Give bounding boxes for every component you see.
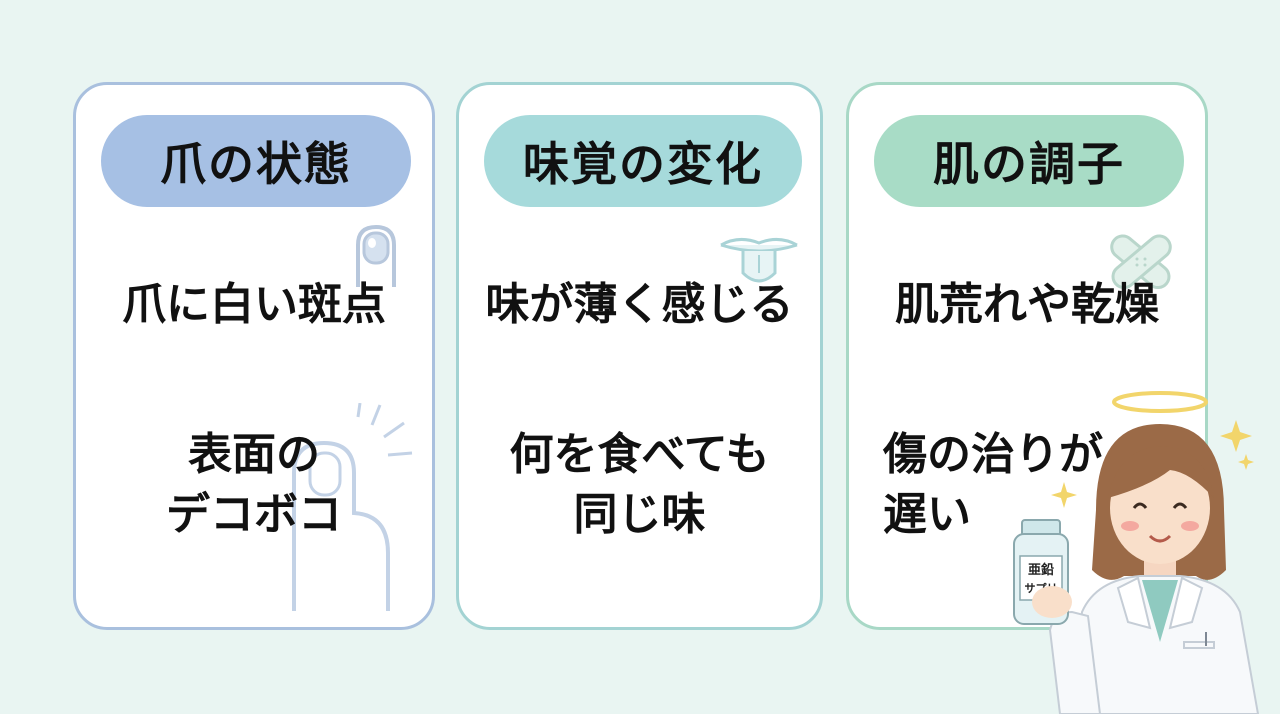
nail-condition-card: 爪の状態 爪に白い斑点 表面の デコボコ xyxy=(73,82,435,630)
symptom-line: 遅い xyxy=(883,489,971,540)
symptom-white-spots: 爪に白い斑点 xyxy=(122,279,386,330)
pharmacist-illustration: 亜鉛 サプリ xyxy=(1013,391,1260,714)
symptom-line: デコボコ xyxy=(166,489,342,540)
nail-icon xyxy=(356,224,396,287)
symptom-same-taste: 何を食べても 同じ味 xyxy=(459,425,820,545)
sparkle-icon xyxy=(1051,482,1077,508)
bottle-label-line: 亜鉛 xyxy=(1028,562,1054,578)
symptom-line: 何を食べても xyxy=(509,429,770,480)
symptom-slow-healing: 傷の治りが 遅い xyxy=(883,425,1103,545)
tongue-icon xyxy=(720,238,798,283)
sparkle-icon xyxy=(1238,454,1254,470)
symptom-line: 同じ味 xyxy=(573,489,706,540)
card-title-pill: 味覚の変化 xyxy=(484,115,802,207)
finger-icon xyxy=(292,403,413,611)
symptom-line: 傷の治りが xyxy=(883,429,1103,480)
symptom-rough-dry-skin: 肌荒れや乾燥 xyxy=(895,279,1159,330)
symptom-line: 表面の xyxy=(188,429,320,480)
card-title: 爪の状態 xyxy=(160,137,352,191)
taste-change-card: 味覚の変化 味が薄く感じる 何を食べても 同じ味 xyxy=(456,82,823,630)
card-title: 味覚の変化 xyxy=(523,137,763,191)
bandage-icon xyxy=(1110,234,1172,290)
card-title-pill: 爪の状態 xyxy=(101,115,411,207)
symptom-weak-taste: 味が薄く感じる xyxy=(485,279,794,330)
symptom-uneven-surface: 表面の デコボコ xyxy=(76,425,432,545)
sparkle-icon xyxy=(1220,420,1252,452)
card-title: 肌の調子 xyxy=(933,137,1125,191)
card-title-pill: 肌の調子 xyxy=(874,115,1184,207)
halo-icon xyxy=(1112,391,1208,413)
